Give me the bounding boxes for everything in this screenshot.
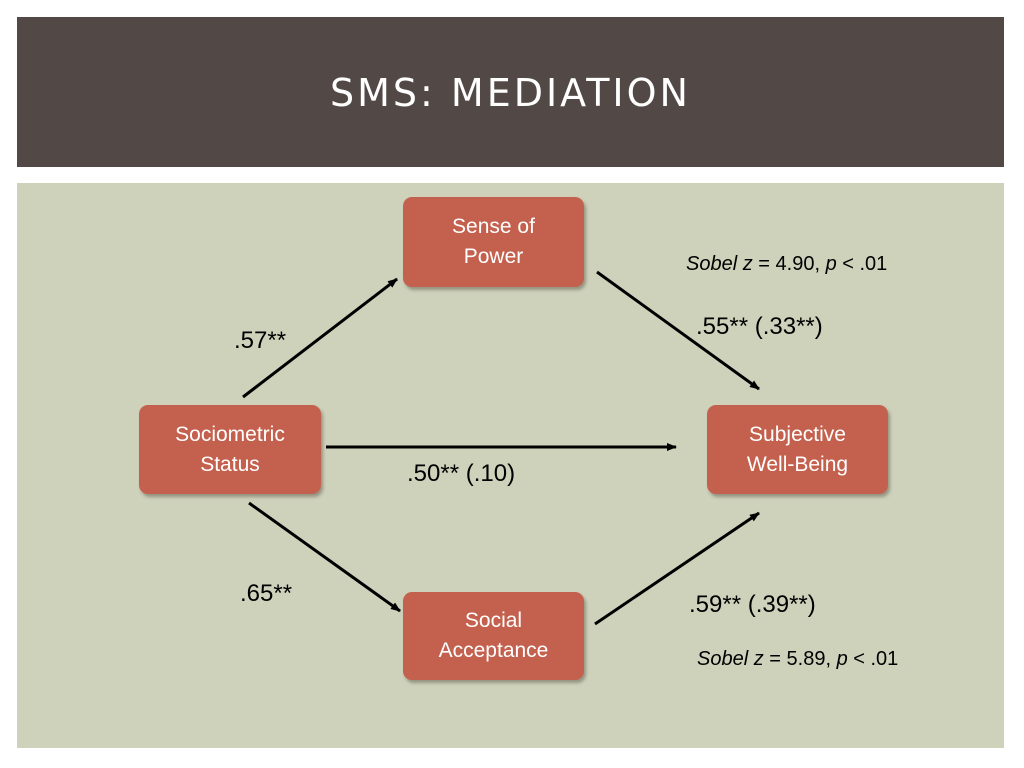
sobel-value: = 5.89, bbox=[763, 648, 837, 670]
sobel-p: p bbox=[825, 253, 837, 275]
arrow-status-to-acceptance bbox=[248, 501, 401, 613]
arrow-power-to-wellbeing bbox=[596, 270, 760, 391]
node-sense-of-power: Sense of Power bbox=[403, 197, 584, 287]
node-label-line: Sense of bbox=[452, 215, 535, 238]
node-label-line: Subjective bbox=[749, 422, 846, 446]
sobel-threshold: < .01 bbox=[836, 253, 888, 275]
title-bar: SMS: MEDIATION bbox=[17, 17, 1004, 167]
node-label-line: Social bbox=[464, 609, 523, 632]
node-label-line: Status bbox=[200, 452, 260, 476]
node-social-acceptance: Social Acceptance bbox=[403, 592, 584, 680]
sobel-value: = 4.90, bbox=[752, 253, 826, 275]
node-sociometric-status: Sociometric Status bbox=[139, 405, 321, 494]
node-subjective-well-being: Subjective Well-Being bbox=[707, 405, 888, 494]
node-label-line: Power bbox=[463, 245, 524, 268]
node-label-line: Well-Being bbox=[746, 452, 849, 476]
sobel-threshold: < .01 bbox=[847, 648, 899, 670]
coef-acceptance-to-wellbeing: .59** (.39**) bbox=[689, 591, 816, 618]
arrow-status-to-power bbox=[242, 277, 398, 399]
arrow-acceptance-to-wellbeing bbox=[594, 511, 760, 626]
coef-status-to-acceptance: .65** bbox=[240, 580, 293, 607]
sobel-test-acceptance: Sobel z = 5.89, p < .01 bbox=[697, 648, 898, 671]
node-label-line: Sociometric bbox=[175, 422, 285, 446]
slide-title: SMS: MEDIATION bbox=[330, 71, 691, 115]
sobel-label: Sobel z bbox=[697, 648, 764, 670]
node-label-line: Acceptance bbox=[438, 639, 549, 662]
sobel-test-power: Sobel z = 4.90, p < .01 bbox=[686, 253, 887, 276]
coef-status-to-wellbeing: .50** (.10) bbox=[407, 460, 516, 487]
coef-power-to-wellbeing: .55** (.33**) bbox=[696, 313, 823, 340]
sobel-label: Sobel z bbox=[686, 253, 753, 275]
coef-status-to-power: .57** bbox=[234, 327, 287, 354]
sobel-p: p bbox=[836, 648, 848, 670]
